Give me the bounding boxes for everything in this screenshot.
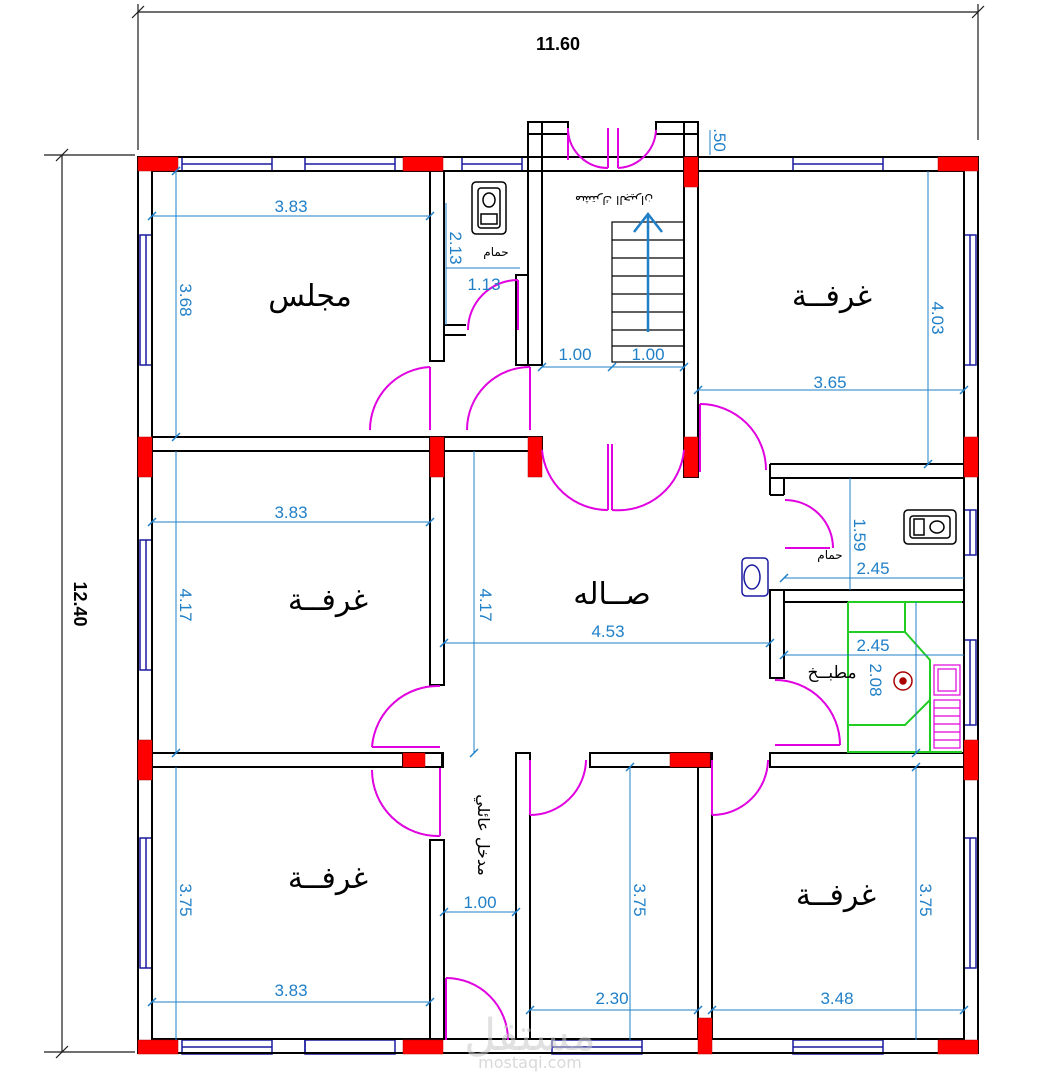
dim-majlis-width: 3.83 <box>274 197 307 216</box>
dim-kitchen-width: 2.45 <box>856 636 889 655</box>
room-label-top-right: غرفــة <box>792 279 872 314</box>
overall-dimensions <box>44 4 985 1059</box>
stair-note: مشترك الجيران <box>575 192 653 207</box>
columns <box>137 156 979 1055</box>
dim-bath-top-width: 1.13 <box>467 275 500 294</box>
room-label-bottom-left: غرفــة <box>288 861 368 896</box>
toilet-right-icon <box>903 509 957 545</box>
room-label-bottom-right: غرفــة <box>796 878 876 913</box>
dim-room-br-height: 3.75 <box>916 883 935 916</box>
watermark-url: mostaqi.com <box>478 1053 582 1072</box>
room-label-mid-left: غرفــة <box>288 583 368 618</box>
dim-bath-right-height: 1.59 <box>850 518 869 551</box>
dim-room-tr-height: 4.03 <box>928 301 947 334</box>
dim-room-ml-width: 3.83 <box>274 503 307 522</box>
dim-kitchen-height: 2.08 <box>866 663 885 696</box>
doors <box>368 128 841 1041</box>
room-label-kitchen: مطبــخ <box>807 663 856 683</box>
dim-stair-step: .50 <box>710 128 729 152</box>
overall-width-label: 11.60 <box>536 34 580 54</box>
dim-bath-right-width: 2.45 <box>856 559 889 578</box>
dim-majlis-height: 3.68 <box>176 283 195 316</box>
room-label-family-entrance: مدخل عائلي <box>473 794 493 876</box>
dim-hall-height: 4.17 <box>476 588 495 621</box>
overall-height-label: 12.40 <box>70 581 90 626</box>
dimension-ticks <box>147 166 969 1015</box>
dim-room-bl-height: 3.75 <box>176 883 195 916</box>
dim-room-tr-width: 3.65 <box>813 373 846 392</box>
dim-room-bl-width: 3.83 <box>274 981 307 1000</box>
dim-corridor-height: 3.75 <box>630 883 649 916</box>
dim-hall-width: 4.53 <box>591 622 624 641</box>
room-label-bath-top: حمام <box>483 245 508 259</box>
room-label-hall: صــاله <box>573 577 650 612</box>
toilet-top-icon <box>471 181 507 235</box>
dim-bath-top-height: 2.13 <box>446 231 465 264</box>
room-label-bath-right: حمام <box>817 548 842 562</box>
dim-stair-width-2: 1.00 <box>631 345 664 364</box>
dim-entrance-width: 1.00 <box>463 893 496 912</box>
dim-room-ml-height: 4.17 <box>176 588 195 621</box>
dimension-lines <box>152 130 964 1040</box>
room-label-majlis: مجلس <box>268 279 352 314</box>
walls <box>137 121 979 1054</box>
sink-icon <box>933 664 961 749</box>
stair-arrow-icon <box>633 211 663 332</box>
dim-corridor-width: 2.30 <box>595 989 628 1008</box>
dim-stair-width-1: 1.00 <box>558 345 591 364</box>
washbasin-icon <box>741 557 769 597</box>
dim-room-br-width: 3.48 <box>820 989 853 1008</box>
kitchen-counter <box>847 601 962 753</box>
watermark-logo: مستقل <box>464 1010 596 1061</box>
stove-burner-icon <box>893 671 913 691</box>
